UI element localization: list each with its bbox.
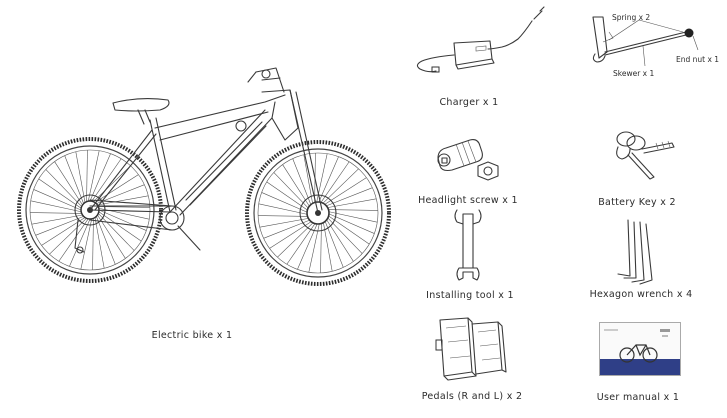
spoke <box>286 221 317 265</box>
spoke <box>33 189 82 211</box>
spoke <box>324 219 344 268</box>
spoke <box>303 154 314 206</box>
wrench-icon <box>454 209 482 281</box>
spoke <box>315 153 328 205</box>
spoke <box>261 192 310 214</box>
user-manual-label: User manual x 1 <box>596 392 680 403</box>
spoke <box>282 164 311 209</box>
pedals-icon <box>435 317 507 381</box>
spoke <box>64 155 84 204</box>
spoke <box>41 217 86 246</box>
handlebar <box>247 67 285 93</box>
spoke <box>92 218 94 270</box>
spoke <box>258 215 310 217</box>
spoke <box>58 218 89 262</box>
spoke <box>45 169 82 207</box>
spring-label: Spring x 2 <box>612 13 651 22</box>
charger-icon <box>416 6 545 73</box>
battery-key-label: Battery Key x 2 <box>598 197 676 208</box>
key-icon <box>616 131 675 180</box>
spoke <box>326 210 378 223</box>
spoke <box>86 150 88 202</box>
spoke <box>31 214 83 225</box>
spoke <box>258 203 310 216</box>
spoke <box>98 206 150 208</box>
spoke <box>322 220 333 272</box>
spoke <box>321 168 359 205</box>
spoke <box>263 219 312 239</box>
spoke <box>87 150 100 202</box>
installing-tool-label: Installing tool x 1 <box>426 290 514 301</box>
spoke <box>89 153 111 202</box>
drivetrain <box>74 199 201 254</box>
spoke <box>98 209 147 231</box>
spoke <box>273 172 310 210</box>
spoke <box>317 156 339 205</box>
bike-frame <box>89 89 323 216</box>
spoke <box>80 218 93 270</box>
manual-cover-icon <box>599 322 681 376</box>
spoke <box>96 184 145 204</box>
spoke <box>98 211 142 242</box>
spoke <box>97 195 149 206</box>
spoke <box>97 214 126 259</box>
spoke <box>49 218 87 255</box>
spoke <box>69 218 91 267</box>
end-nut-label: End nut x 1 <box>676 55 720 64</box>
skewer-label: Skewer x 1 <box>613 69 655 78</box>
pedals-label: Pedals (R and L) x 2 <box>421 391 523 402</box>
rear-disc-brake <box>74 194 106 226</box>
hex-key-icon <box>617 219 653 285</box>
spoke <box>269 220 314 249</box>
spoke <box>94 217 105 269</box>
spoke <box>320 221 322 273</box>
spoke <box>94 174 139 203</box>
spoke <box>96 216 116 265</box>
spoke <box>259 217 311 228</box>
spoke <box>54 161 83 206</box>
spoke <box>319 161 350 205</box>
spoke <box>292 158 312 207</box>
screw-and-nut-icon <box>437 139 499 181</box>
spoke <box>326 212 375 234</box>
charger-label: Charger x 1 <box>439 97 499 108</box>
front-disc-brake <box>299 194 337 232</box>
skewer-icon <box>592 16 699 67</box>
spoke <box>325 217 354 262</box>
spoke <box>277 221 315 258</box>
spoke <box>326 209 378 211</box>
headlight-screw-label: Headlight screw x 1 <box>418 195 518 206</box>
spoke <box>308 221 321 273</box>
spoke <box>75 151 86 203</box>
spoke <box>297 221 319 270</box>
spoke <box>93 165 131 202</box>
electric-bike-label: Electric bike x 1 <box>151 330 233 341</box>
hexagon-wrench-label: Hexagon wrench x 4 <box>589 289 693 300</box>
spoke <box>326 214 370 245</box>
spoke <box>91 158 122 202</box>
spoke <box>324 187 373 207</box>
spoke <box>322 177 367 206</box>
spoke <box>98 213 135 251</box>
spoke <box>30 200 82 213</box>
spoke <box>325 198 377 209</box>
rear-wheel <box>17 137 163 283</box>
saddle <box>112 97 170 125</box>
spoke <box>38 178 82 209</box>
spoke <box>266 181 310 212</box>
spoke <box>30 212 82 214</box>
spoke <box>35 216 84 236</box>
spoke <box>326 216 363 254</box>
end-nut-shape <box>684 28 694 38</box>
